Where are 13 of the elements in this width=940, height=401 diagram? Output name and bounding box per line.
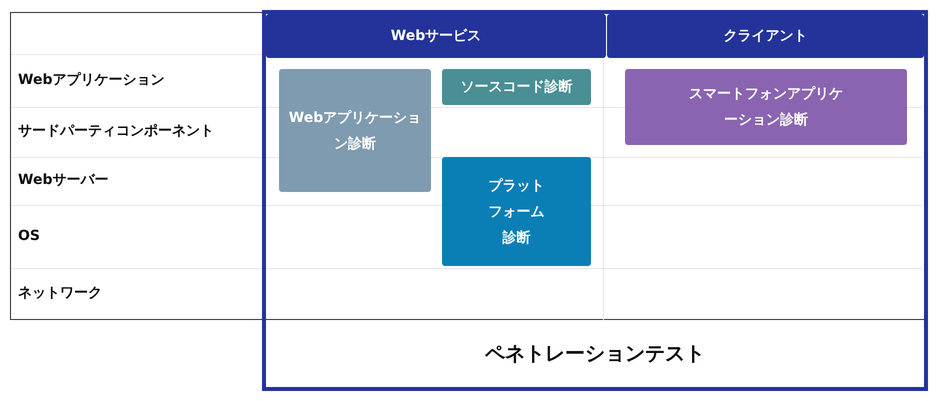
row-label: ネットワーク [18, 284, 102, 303]
row-label: Webアプリケーション [18, 71, 164, 90]
frame-title: ペネトレーションテスト [485, 340, 705, 367]
row-label: サードパーティコンポーネント [18, 122, 214, 141]
test-box: スマートフォンアプリケーション診断 [625, 69, 907, 145]
row-label: OS [18, 227, 40, 246]
frame-box [262, 10, 928, 391]
column-header: クライアント [607, 14, 924, 58]
test-box: プラットフォーム診断 [442, 157, 591, 266]
column-header: Webサービス [266, 14, 606, 58]
test-box: ソースコード診断 [442, 69, 591, 105]
row-label: Webサーバー [18, 171, 108, 190]
test-box: Webアプリケーション診断 [279, 69, 431, 192]
